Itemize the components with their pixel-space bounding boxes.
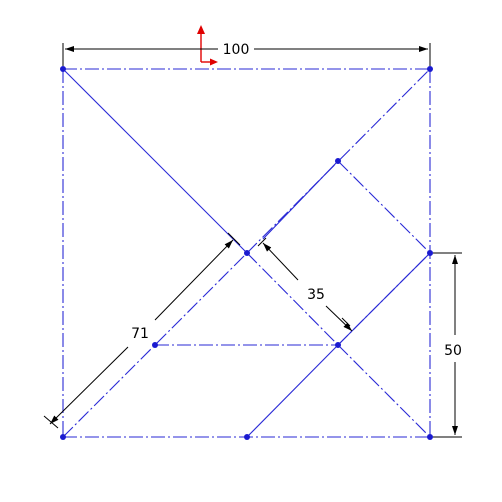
origin-axes-icon bbox=[197, 25, 218, 66]
diagonal-lower-segment[interactable] bbox=[337, 344, 431, 438]
rotated-square-upper-right[interactable] bbox=[337, 160, 431, 254]
vertex-top-right[interactable] bbox=[427, 66, 433, 72]
dimension-right-height-label: 50 bbox=[444, 343, 462, 359]
sketch-vertices bbox=[60, 66, 433, 440]
dimension-right-height[interactable]: 50 bbox=[433, 252, 462, 438]
vertex-bottom-mid[interactable] bbox=[244, 434, 250, 440]
vertex-bottom-left[interactable] bbox=[60, 434, 66, 440]
dimension-diagonal-length[interactable]: 71 bbox=[43, 232, 241, 429]
dimension-top-width[interactable]: 100 bbox=[62, 42, 431, 66]
vertex-right-mid[interactable] bbox=[427, 250, 433, 256]
dimension-top-width-label: 100 bbox=[223, 42, 250, 58]
dimension-inner-offset-label: 35 bbox=[307, 287, 325, 303]
reverse-diagonal-lower[interactable] bbox=[62, 252, 248, 438]
reverse-diagonal-upper[interactable] bbox=[246, 68, 431, 254]
diagonal-upper-segment[interactable] bbox=[62, 68, 248, 254]
dimension-inner-offset[interactable]: 35 bbox=[257, 237, 353, 332]
rotated-square-upper-left[interactable] bbox=[262, 160, 339, 240]
vertex-inner-left[interactable] bbox=[152, 342, 158, 348]
bottom-to-right-line[interactable] bbox=[246, 344, 339, 438]
vertex-top-left[interactable] bbox=[60, 66, 66, 72]
vertex-center[interactable] bbox=[244, 250, 250, 256]
vertex-inner-right[interactable] bbox=[335, 342, 341, 348]
dimension-diagonal-length-label: 71 bbox=[131, 326, 149, 342]
vertex-rotated-top[interactable] bbox=[335, 158, 341, 164]
rotated-square-lower-right[interactable] bbox=[337, 252, 431, 346]
vertex-bottom-right[interactable] bbox=[427, 434, 433, 440]
